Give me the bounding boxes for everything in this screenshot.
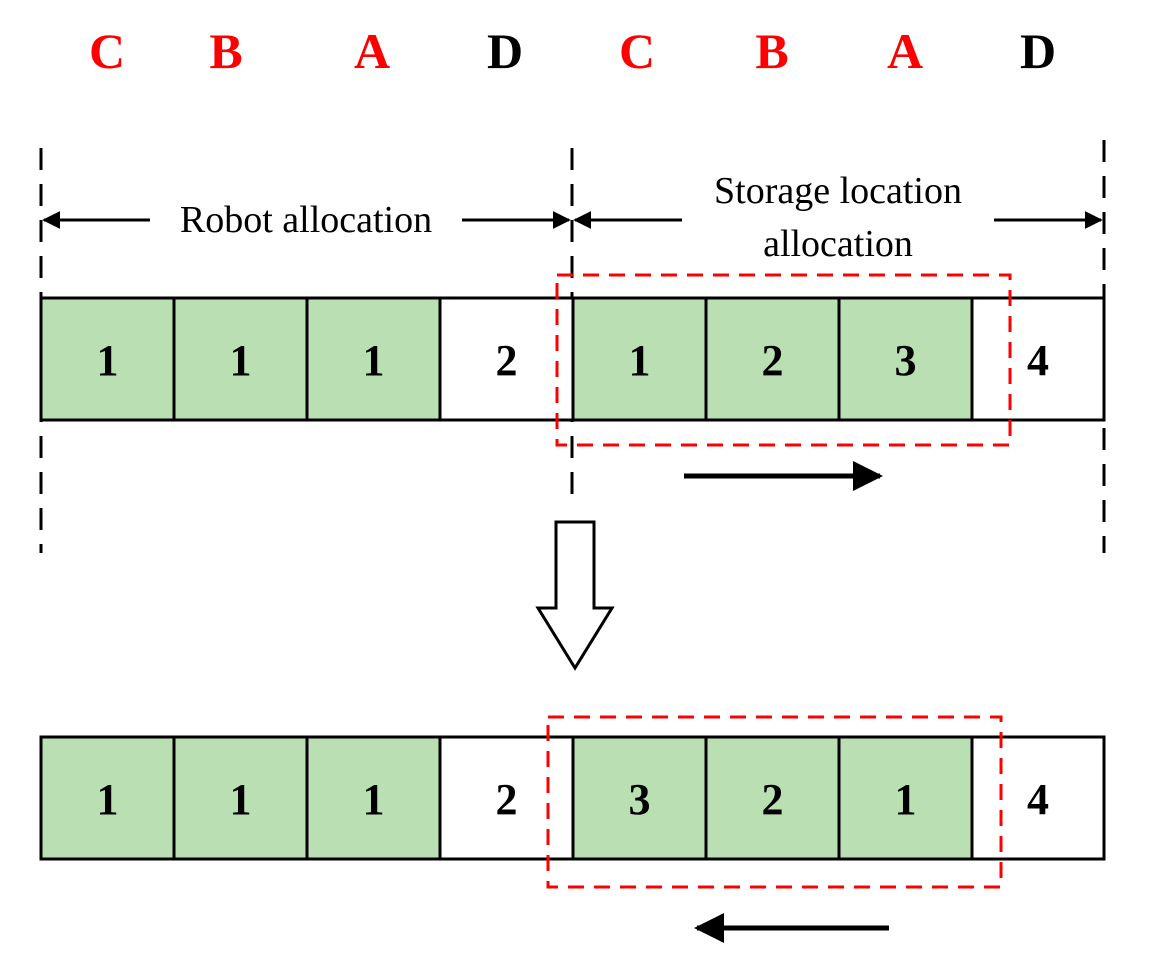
storage-allocation-label-line1: Storage location	[714, 170, 962, 212]
cell-number: 2	[762, 336, 784, 385]
cell-number: 2	[496, 775, 518, 824]
filled-cell	[837, 735, 974, 861]
cell-number: 1	[230, 336, 252, 385]
robot-allocation-label: Robot allocation	[180, 199, 432, 241]
top-row-cells: 1 1 1 2 1 2 3 4	[39, 296, 1106, 422]
guide-lines	[39, 140, 1106, 553]
header-letter: A	[354, 23, 390, 79]
empty-cell	[438, 735, 575, 861]
header-letter: A	[887, 23, 923, 79]
cell-number: 3	[895, 336, 917, 385]
robot-allocation-span: Robot allocation	[42, 199, 571, 241]
header-letter: B	[209, 23, 242, 79]
header-letter: C	[89, 23, 125, 79]
empty-cell	[970, 296, 1106, 422]
header-letter: C	[619, 23, 655, 79]
cell-number: 3	[629, 775, 651, 824]
storage-allocation-span: Storage location allocation	[573, 170, 1103, 265]
down-arrow-icon	[535, 520, 615, 671]
filled-cell	[172, 296, 309, 422]
header-letter: D	[1020, 23, 1056, 79]
cell-number: 1	[629, 336, 651, 385]
header-letter: B	[755, 23, 788, 79]
filled-cell	[305, 735, 442, 861]
cell-number: 2	[762, 775, 784, 824]
storage-allocation-label-line2: allocation	[763, 223, 913, 265]
header-letters: C B A D C B A D	[89, 23, 1056, 79]
filled-cell	[39, 735, 176, 861]
cell-number: 1	[97, 775, 119, 824]
header-letter: D	[487, 23, 523, 79]
bottom-row: 1 1 1 2 3 2 1 4	[39, 715, 1106, 943]
filled-cell	[172, 735, 309, 861]
bottom-row-cells: 1 1 1 2 3 2 1 4	[39, 735, 1106, 861]
cell-number: 1	[895, 775, 917, 824]
empty-cell	[970, 735, 1106, 861]
filled-cell	[39, 296, 176, 422]
cell-number: 1	[230, 775, 252, 824]
cell-number: 1	[97, 336, 119, 385]
top-row: 1 1 1 2 1 2 3 4	[39, 273, 1106, 491]
cell-number: 4	[1027, 336, 1049, 385]
cell-number: 4	[1027, 775, 1049, 824]
cell-number: 2	[496, 336, 518, 385]
cell-number: 1	[363, 336, 385, 385]
cell-number: 1	[363, 775, 385, 824]
